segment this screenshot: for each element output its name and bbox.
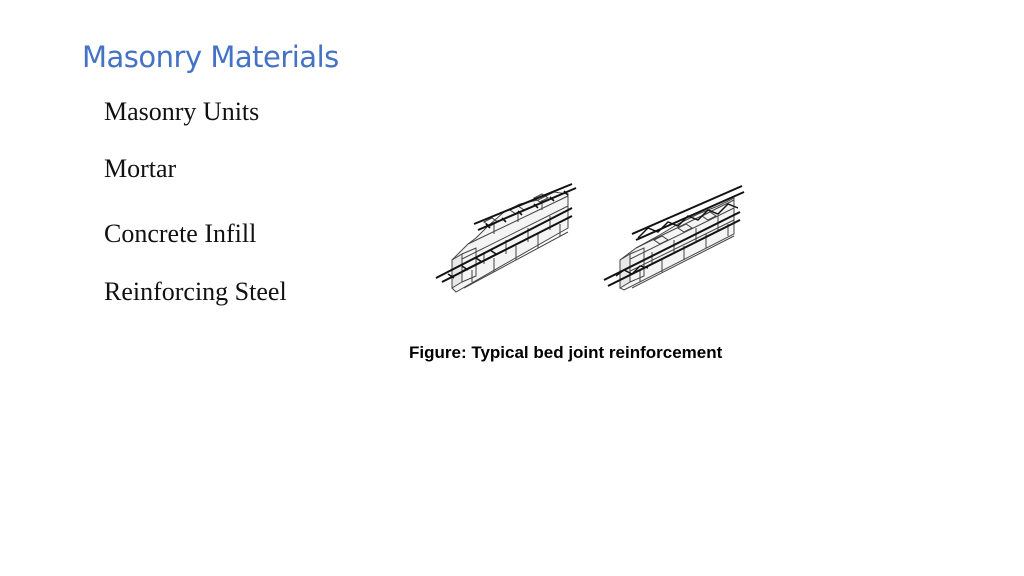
bullet-mortar: Mortar (104, 154, 177, 183)
bullet-concrete-infill: Concrete Infill (104, 219, 257, 248)
ladder-reinforcement-wall (451, 191, 569, 293)
bullet-reinforcing-steel: Reinforcing Steel (104, 277, 287, 306)
bed-joint-reinforcement-figure (435, 183, 745, 293)
bullet-masonry-units: Masonry Units (104, 97, 260, 126)
slide-title: Masonry Materials (82, 40, 339, 74)
truss-reinforcement-bars (603, 185, 745, 287)
figure-caption: Figure: Typical bed joint reinforcement (409, 343, 723, 362)
truss-diagonal-wires (615, 203, 739, 277)
ladder-reinforcement-bars (435, 183, 577, 283)
ladder-cross-wires (447, 190, 569, 279)
